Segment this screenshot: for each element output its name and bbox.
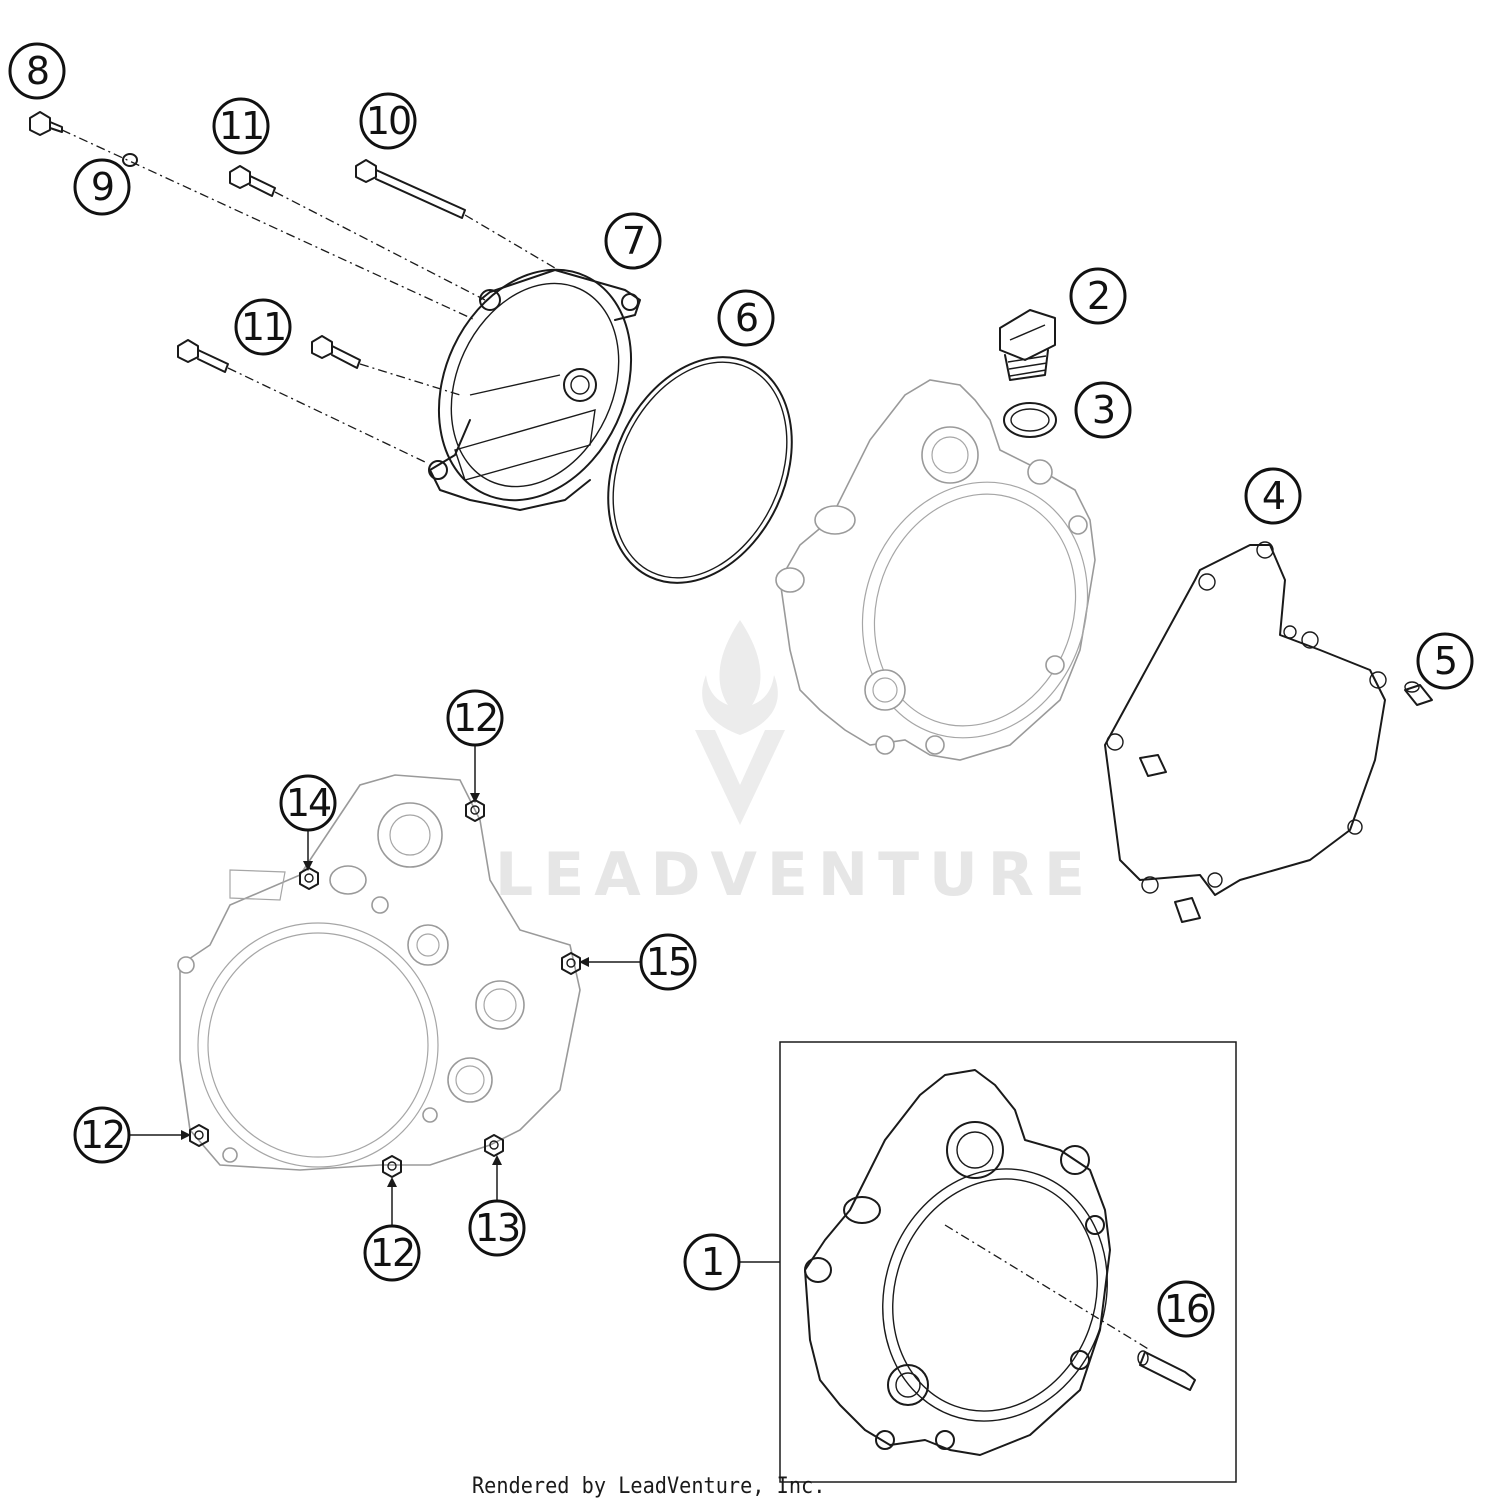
clutch-cover-housing [775, 379, 1096, 761]
callout-3-label: 3 [1092, 388, 1114, 432]
callout-16: 16 [1157, 1280, 1215, 1338]
callout-7: 7 [604, 212, 662, 270]
callout-9-label: 9 [91, 165, 113, 209]
seal-ring [1003, 402, 1057, 438]
callout-arrows [130, 745, 780, 1263]
callout-12-top: 12 [446, 689, 504, 747]
callout-11-bottom: 11 [234, 298, 292, 356]
callout-14: 14 [279, 774, 337, 832]
footer-credit: Rendered by LeadVenture, Inc. [472, 1474, 826, 1499]
bolts [29, 111, 466, 373]
dowel-pins [1139, 681, 1433, 923]
callout-1: 1 [683, 1233, 741, 1291]
callout-2: 2 [1069, 267, 1127, 325]
gasket [1104, 541, 1387, 896]
assembly-lines [61, 129, 1151, 1351]
callout-13: 13 [468, 1199, 526, 1257]
o-ring [607, 356, 793, 584]
callout-2-label: 2 [1087, 274, 1109, 318]
callout-12-top-label: 12 [453, 696, 497, 740]
callout-3: 3 [1074, 381, 1132, 439]
callout-15: 15 [639, 933, 697, 991]
callout-16-label: 16 [1164, 1287, 1208, 1331]
callout-9: 9 [73, 158, 131, 216]
callout-10: 10 [359, 92, 417, 150]
clutch-cover-outer [428, 268, 641, 511]
water-pump-cover [177, 774, 581, 1171]
watermark: LEADVENTURE [495, 620, 1095, 910]
callout-7-label: 7 [622, 219, 644, 263]
watermark-logo-icon [695, 620, 785, 825]
callout-10-label: 10 [366, 99, 410, 143]
callout-11-top-label: 11 [219, 104, 263, 148]
callout-6: 6 [717, 289, 775, 347]
callout-4: 4 [1244, 467, 1302, 525]
assembly-inset [779, 1041, 1237, 1483]
callout-11-top: 11 [212, 97, 270, 155]
callout-5: 5 [1416, 632, 1474, 690]
callout-1-label: 1 [701, 1240, 723, 1284]
callout-12-bottom: 12 [363, 1224, 421, 1282]
callout-15-label: 15 [646, 940, 690, 984]
callout-14-label: 14 [286, 781, 331, 825]
oil-filler-plug [999, 309, 1056, 381]
callout-12-left: 12 [73, 1106, 131, 1164]
callout-11-bottom-label: 11 [241, 305, 285, 349]
watermark-text: LEADVENTURE [495, 840, 1095, 910]
callout-12-bottom-label: 12 [370, 1231, 414, 1275]
callout-12-left-label: 12 [80, 1113, 124, 1157]
callout-5-label: 5 [1434, 639, 1456, 683]
callout-8-label: 8 [26, 49, 48, 93]
callout-4-label: 4 [1262, 474, 1285, 518]
callout-6-label: 6 [735, 296, 757, 340]
callout-8: 8 [8, 42, 66, 100]
callout-13-label: 13 [475, 1206, 519, 1250]
